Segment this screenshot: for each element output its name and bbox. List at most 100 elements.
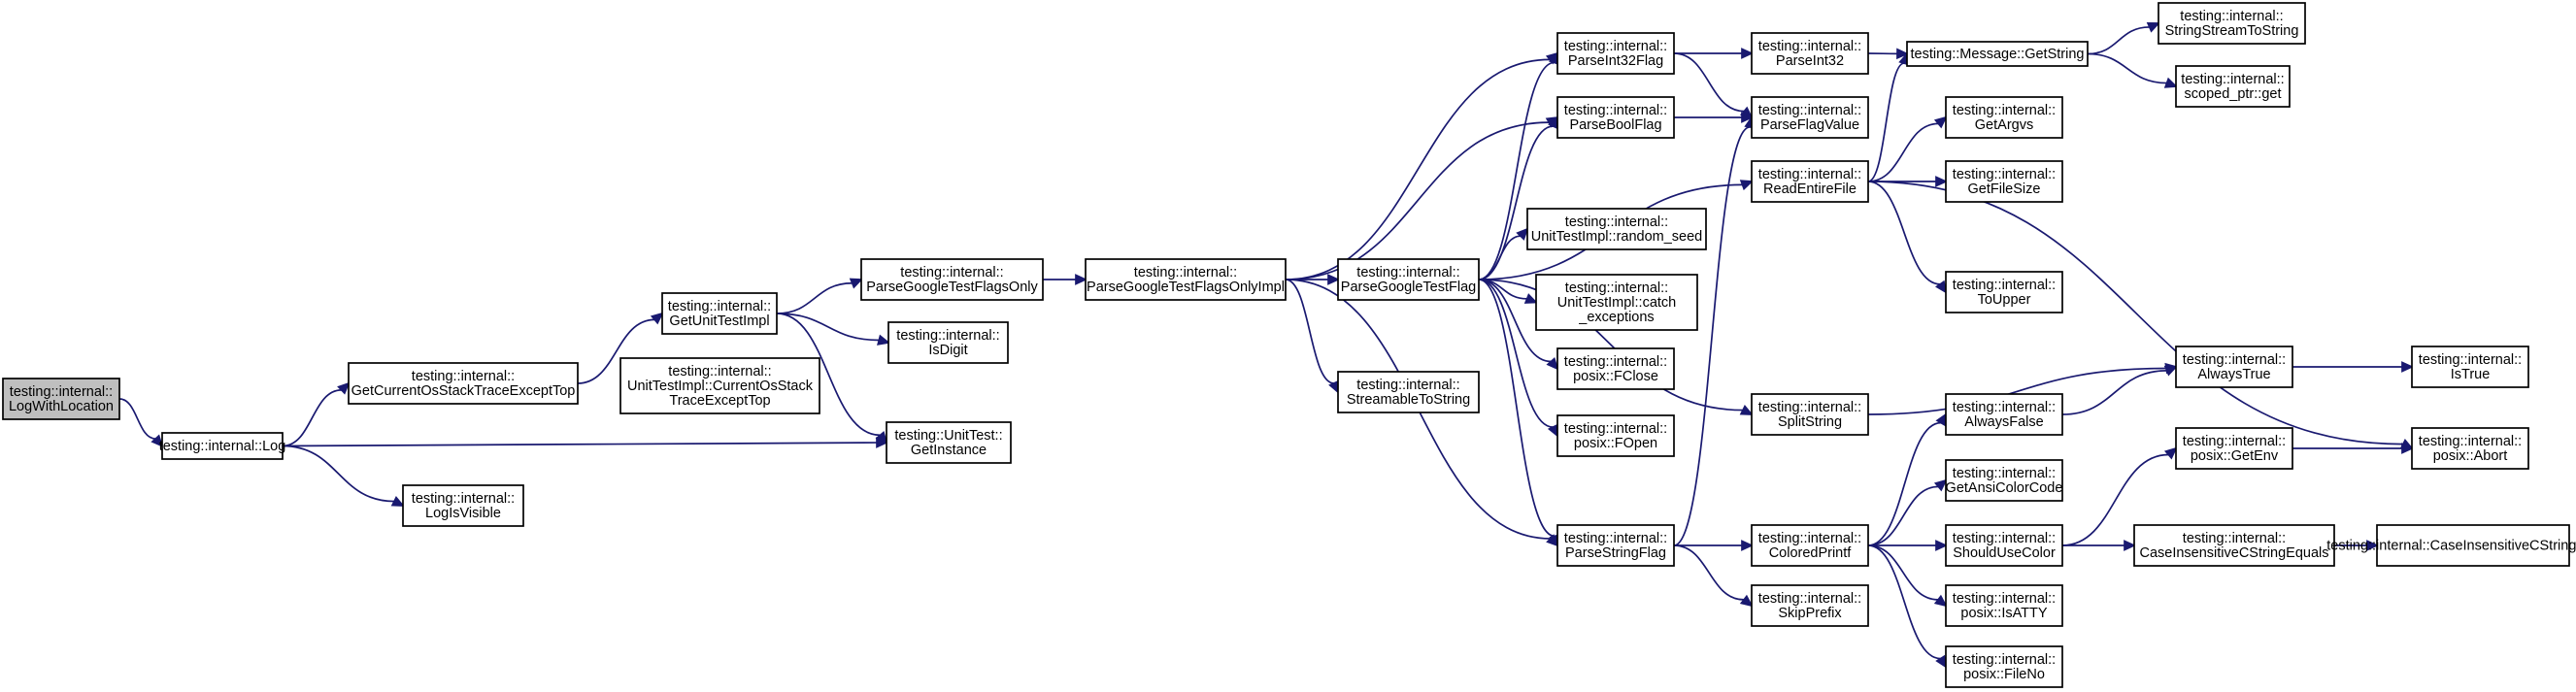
arrowhead bbox=[875, 430, 888, 445]
node-pgtfo[interactable]: testing::internal::ParseGoogleTestFlagsO… bbox=[860, 258, 1044, 301]
edge-line bbox=[2061, 370, 2167, 415]
node-scoped[interactable]: testing::internal::scoped_ptr::get bbox=[2175, 65, 2291, 108]
edge-getunit-to-getinst bbox=[776, 313, 888, 445]
node-skip[interactable]: testing::internal::SkipPrefix bbox=[1751, 584, 1869, 627]
node-box bbox=[1337, 371, 1480, 413]
node-rseed[interactable]: testing::internal::UnitTestImpl::random_… bbox=[1526, 208, 1707, 250]
node-box bbox=[1751, 524, 1869, 567]
node-fileno[interactable]: testing::internal::posix::FileNo bbox=[1945, 645, 2063, 688]
edge-getenv-to-abort bbox=[2292, 443, 2415, 454]
node-fopen[interactable]: testing::internal::posix::FOpen bbox=[1556, 414, 1675, 457]
node-label-line: testing::internal:: bbox=[1564, 39, 1667, 54]
node-label-line: testing::internal:: bbox=[1953, 591, 2056, 607]
node-label-line: testing::internal:: bbox=[1953, 167, 2056, 182]
node-logvis[interactable]: testing::internal::LogIsVisible bbox=[402, 484, 524, 527]
edges-layer bbox=[118, 21, 2415, 669]
node-uticur[interactable]: testing::internal::UnitTestImpl::Current… bbox=[619, 357, 820, 414]
arrowhead bbox=[1075, 274, 1088, 285]
edge-cice1-to-cice2 bbox=[2334, 540, 2380, 551]
node-box bbox=[1945, 459, 2063, 502]
edge-line bbox=[577, 318, 655, 384]
node-label-line: testing::internal:: bbox=[668, 364, 771, 379]
node-label-line: TraceExceptTop bbox=[669, 393, 770, 409]
node-ansi[interactable]: testing::internal::GetAnsiColorCode bbox=[1945, 459, 2063, 502]
edge-line bbox=[1673, 125, 1751, 546]
edge-line bbox=[1867, 544, 1941, 660]
edge-pi32-to-msgget bbox=[1867, 48, 1910, 60]
node-label-line: testing::internal:: bbox=[1356, 265, 1459, 280]
node-getinst[interactable]: testing::UnitTest::GetInstance bbox=[886, 421, 1012, 464]
node-cprintf[interactable]: testing::internal::ColoredPrintf bbox=[1751, 524, 1869, 567]
edge-cprintf-to-usecolor bbox=[1868, 540, 1949, 551]
node-cice2[interactable]: testing::internal::CaseInsensitiveCStrin… bbox=[2326, 524, 2576, 567]
node-label-line: testing::internal:: bbox=[1953, 531, 2056, 546]
node-label-line: ParseInt32Flag bbox=[1568, 53, 1663, 69]
node-pi32f[interactable]: testing::internal::ParseInt32Flag bbox=[1556, 32, 1675, 75]
node-pfv[interactable]: testing::internal::ParseFlagValue bbox=[1751, 96, 1869, 139]
node-toupper[interactable]: testing::internal::ToUpper bbox=[1945, 271, 2063, 313]
node-label-line: testing::internal:: bbox=[1758, 531, 1861, 546]
node-pi32[interactable]: testing::internal::ParseInt32 bbox=[1751, 32, 1869, 75]
arrowhead bbox=[1935, 540, 1949, 551]
node-isdigit[interactable]: testing::internal::IsDigit bbox=[887, 321, 1009, 364]
node-istrue[interactable]: testing::internal::IsTrue bbox=[2411, 346, 2529, 388]
edge-usecolor-to-getenv bbox=[2061, 446, 2178, 546]
node-label-line: testing::internal:: bbox=[1953, 400, 2056, 415]
node-pgtfoi[interactable]: testing::internal::ParseGoogleTestFlagsO… bbox=[1085, 258, 1287, 301]
arrowhead bbox=[877, 334, 891, 346]
arrowhead bbox=[1933, 478, 1948, 492]
arrowhead bbox=[2163, 77, 2178, 88]
node-label-line: StreamableToString bbox=[1347, 392, 1470, 408]
node-fclose[interactable]: testing::internal::posix::FClose bbox=[1556, 347, 1675, 390]
node-pgtf[interactable]: testing::internal::ParseGoogleTestFlag bbox=[1337, 258, 1480, 301]
node-label-line: testing::internal:: bbox=[1953, 466, 2056, 481]
node-catchex[interactable]: testing::internal::UnitTestImpl::catch_e… bbox=[1535, 274, 1698, 331]
edge-line bbox=[1285, 121, 1550, 280]
node-box bbox=[1751, 32, 1869, 75]
node-box bbox=[1751, 96, 1869, 139]
node-usecolor[interactable]: testing::internal::ShouldUseColor bbox=[1945, 524, 2063, 567]
node-abort[interactable]: testing::internal::posix::Abort bbox=[2411, 427, 2529, 470]
node-box bbox=[1556, 347, 1675, 390]
node-getenv[interactable]: testing::internal::posix::GetEnv bbox=[2175, 427, 2293, 470]
arrowhead bbox=[1327, 274, 1341, 285]
edge-ref-to-argvs bbox=[1867, 115, 1948, 182]
node-label-line: SplitString bbox=[1778, 414, 1842, 430]
node-log[interactable]: testing::internal::Log bbox=[159, 432, 286, 460]
node-argvs[interactable]: testing::internal::GetArgvs bbox=[1945, 96, 2063, 139]
node-label-line: posix::FOpen bbox=[1574, 436, 1657, 451]
arrowhead bbox=[2366, 540, 2380, 551]
node-fsize[interactable]: testing::internal::GetFileSize bbox=[1945, 160, 2063, 203]
node-label-line: UnitTestImpl::catch bbox=[1557, 295, 1677, 311]
arrowhead bbox=[1739, 404, 1754, 415]
node-isatty[interactable]: testing::internal::posix::IsATTY bbox=[1945, 584, 2063, 627]
node-label-line: testing::internal:: bbox=[1564, 421, 1667, 437]
node-pbool[interactable]: testing::internal::ParseBoolFlag bbox=[1556, 96, 1675, 139]
node-split[interactable]: testing::internal::SplitString bbox=[1751, 393, 1869, 436]
node-ref[interactable]: testing::internal::ReadEntireFile bbox=[1751, 160, 1869, 203]
node-box bbox=[1526, 208, 1707, 250]
node-afalse[interactable]: testing::internal::AlwaysFalse bbox=[1945, 393, 2063, 436]
arrowhead bbox=[1739, 180, 1754, 191]
edge-pstr-to-cprintf bbox=[1674, 540, 1755, 551]
node-s2s[interactable]: testing::internal::StreamableToString bbox=[1337, 371, 1480, 413]
node-label-line: testing::internal:: bbox=[2419, 434, 2522, 449]
node-getunit[interactable]: testing::internal::GetUnitTestImpl bbox=[661, 292, 778, 335]
node-box bbox=[1556, 414, 1675, 457]
node-label-line: testing::internal:: bbox=[1758, 103, 1861, 118]
node-atrue[interactable]: testing::internal::AlwaysTrue bbox=[2175, 346, 2293, 388]
edge-line bbox=[1673, 52, 1745, 113]
node-sss[interactable]: testing::internal::StringStreamToString bbox=[2158, 2, 2306, 45]
node-label-line: posix::IsATTY bbox=[1960, 606, 2047, 621]
edge-line bbox=[1867, 62, 1905, 182]
node-label-line: testing::internal:: bbox=[668, 299, 771, 314]
edge-msgget-to-scoped bbox=[2087, 52, 2178, 88]
node-getcur[interactable]: testing::internal::GetCurrentOsStackTrac… bbox=[348, 362, 579, 405]
edge-line bbox=[282, 442, 878, 447]
node-pstr[interactable]: testing::internal::ParseStringFlag bbox=[1556, 524, 1675, 567]
node-msgget[interactable]: testing::Message::GetString bbox=[1906, 41, 2089, 67]
node-cice1[interactable]: testing::internal::CaseInsensitiveCStrin… bbox=[2133, 524, 2335, 567]
edge-pbool-to-pfv bbox=[1673, 112, 1755, 123]
